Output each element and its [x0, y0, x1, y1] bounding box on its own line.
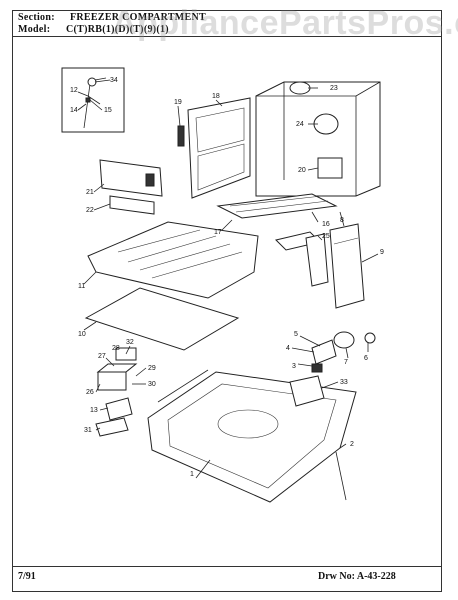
part-26-27-bin	[95, 347, 138, 437]
callout-22: 22	[86, 207, 94, 214]
part-3-7-assembly	[311, 331, 376, 373]
callout-8: 8	[340, 217, 344, 224]
part-11-shelf-frame	[87, 221, 259, 299]
callout-19: 19	[174, 99, 182, 106]
drawing-number: Drw No: A-43-228	[318, 571, 396, 582]
callout-labels: 1 2 3 4 5 6 7 8 9 10 11 12 13 14 15 16 1…	[70, 77, 384, 478]
footer-divider	[12, 566, 442, 567]
callout-3: 3	[292, 363, 296, 370]
part-18-door	[177, 97, 251, 199]
callout-21: 21	[86, 189, 94, 196]
part-25-8	[275, 223, 365, 309]
callout-34: 34	[110, 77, 118, 84]
watermark: AppliancePartsPros.com	[112, 4, 458, 42]
leader-lines	[77, 79, 379, 479]
callout-14: 14	[70, 107, 78, 114]
callout-9: 9	[380, 249, 384, 256]
callout-23: 23	[330, 85, 338, 92]
part-16-shelf	[216, 193, 338, 219]
revision-date: 7/91	[18, 571, 36, 582]
callout-1: 1	[190, 471, 194, 478]
callout-27: 27	[98, 353, 106, 360]
callout-13: 13	[90, 407, 98, 414]
callout-33: 33	[340, 379, 348, 386]
callout-15: 15	[104, 107, 112, 114]
callout-10: 10	[78, 331, 86, 338]
callout-2: 2	[350, 441, 354, 448]
callout-29: 29	[148, 365, 156, 372]
section-label: Section:	[18, 12, 55, 23]
section-title: FREEZER COMPARTMENT	[70, 12, 206, 23]
callout-6: 6	[364, 355, 368, 362]
callout-18: 18	[212, 93, 220, 100]
callout-25: 25	[322, 233, 330, 240]
callout-17: 17	[214, 229, 222, 236]
model-value: C(T)RB(1)(D)(T)(9)(1)	[66, 24, 169, 35]
callout-12: 12	[70, 87, 78, 94]
part-cabinet	[255, 81, 381, 197]
callout-20: 20	[298, 167, 306, 174]
callout-31: 31	[84, 427, 92, 434]
callout-32: 32	[126, 339, 134, 346]
part-10-plate	[84, 287, 240, 351]
header-divider	[12, 36, 442, 37]
part-21-22-bin	[99, 159, 163, 215]
drawing-frame	[12, 10, 442, 592]
part-1-2-base	[147, 369, 357, 503]
callout-26: 26	[86, 389, 94, 396]
callout-5: 5	[294, 331, 298, 338]
callout-16: 16	[322, 221, 330, 228]
callout-7: 7	[344, 359, 348, 366]
callout-28: 28	[112, 345, 120, 352]
inset-detail	[61, 67, 125, 133]
model-label: Model:	[18, 24, 51, 35]
callout-30: 30	[148, 381, 156, 388]
callout-11: 11	[78, 283, 85, 290]
callout-24: 24	[296, 121, 304, 128]
callout-4: 4	[286, 345, 290, 352]
